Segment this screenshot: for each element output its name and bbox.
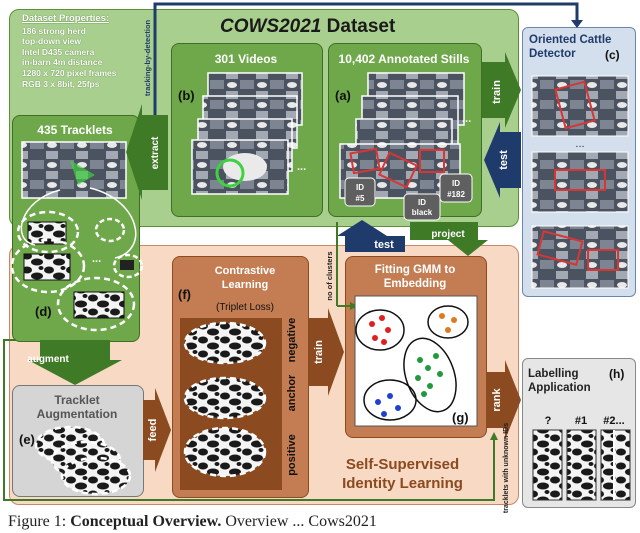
extract-label: extract (150, 136, 161, 169)
caption-prefix: Figure 1: (8, 513, 71, 530)
svg-text:...: ... (462, 113, 471, 125)
caption-rest: Overview ... Cows2021 (221, 513, 377, 530)
project-label: project (431, 229, 465, 240)
gmm-tag: (g) (452, 410, 469, 425)
labelling-col-3: #2... (603, 415, 624, 427)
tracking-by-detection-label: tracking-by-detection (143, 19, 152, 96)
arrow-head (490, 432, 498, 440)
contrastive-title-line2: Learning (221, 279, 269, 291)
caption-bold: Conceptual Overview. (70, 513, 222, 530)
test-label-mid: test (374, 239, 394, 251)
svg-text:ID: ID (452, 179, 460, 188)
labelling-title-line2: Application (528, 382, 591, 394)
tracklet-frames: ... (10, 141, 144, 332)
labelling-images (532, 429, 631, 501)
train-label-mid: train (313, 340, 325, 364)
svg-text:...: ... (92, 253, 101, 265)
title-rest: Dataset (321, 16, 396, 37)
test-arrow-mid (337, 220, 405, 252)
svg-text:black: black (412, 208, 433, 217)
self-supervised-title: Self-Supervised Identity Learning (310, 455, 495, 493)
labelling-title: Labelling Application (528, 367, 591, 395)
svg-text:ID: ID (356, 183, 364, 192)
property-line: RGB 3 x 8bit, 25fps (22, 78, 100, 89)
tracklets-tag: (d) (35, 304, 52, 319)
contrastive-tag: (f) (178, 287, 191, 302)
property-line: 1280 x 720 pixel frames (22, 67, 117, 78)
labelling-col-2: #1 (575, 415, 587, 427)
test-arrow-right (484, 122, 521, 198)
detector-tag: (c) (605, 48, 620, 62)
svg-text:...: ... (297, 161, 306, 173)
augmentation-tag: (e) (19, 432, 35, 447)
stills-label: 10,402 Annotated Stills (338, 52, 470, 66)
id-badges: ID #5 ID black ID #182 (344, 173, 473, 221)
test-label-right: test (498, 150, 510, 170)
arrow-head (571, 20, 583, 28)
svg-text:#182: #182 (447, 190, 465, 199)
detector-ellipsis: ... (575, 138, 584, 150)
property-line: 186 strong herd (22, 25, 86, 36)
unknown-ids-label: tracklets with unknown IDs (503, 423, 510, 513)
no-of-clusters-label: no of clusters (325, 251, 334, 300)
augmentation-title: Tracklet Augmentation (12, 393, 142, 421)
video-frames: ... (191, 72, 306, 195)
train-label-top: train (491, 80, 503, 104)
self-supervised-line1: Self-Supervised (345, 456, 460, 473)
svg-text:ID: ID (418, 198, 426, 207)
contrastive-subtitle: (Triplet Loss) (216, 302, 274, 313)
detector-images (531, 75, 629, 289)
contrastive-title: Contrastive Learning (190, 264, 300, 292)
self-supervised-line2: Identity Learning (342, 475, 463, 492)
tracking-by-detection-line (153, 2, 579, 125)
dataset-properties-heading: Dataset Properties: (22, 13, 110, 24)
diagram-title: COWS2021 Dataset (220, 16, 395, 38)
rank-arrow (487, 360, 521, 440)
arrow-head (350, 302, 358, 310)
triplet-label-positive: positive (286, 434, 298, 476)
title-italic: COWS2021 (220, 16, 322, 37)
detector-title-line2: Detector (529, 48, 576, 60)
triplet-label-anchor: anchor (286, 374, 298, 411)
augmentation-title-line2: Augmentation (36, 407, 118, 421)
labelling-tag: (h) (609, 367, 625, 381)
rank-label: rank (491, 388, 503, 412)
detector-title: Oriented Cattle Detector (524, 33, 637, 61)
property-line: Intel D435 camera (22, 46, 95, 57)
unknown-ids-line (3, 339, 495, 501)
train-arrow-top (482, 52, 521, 128)
triplet-images (180, 318, 282, 490)
gmm-title-line1: Fitting GMM to (374, 264, 456, 276)
labelling-col-1: ? (545, 415, 552, 427)
gmm-title-line2: Embedding (383, 278, 447, 290)
gmm-plot-area (354, 295, 478, 427)
detector-title-line1: Oriented Cattle (529, 34, 612, 46)
videos-tag: (b) (178, 88, 195, 103)
gmm-title: Fitting GMM to Embedding (345, 263, 485, 291)
property-line: top-down view (22, 36, 82, 47)
feed-label: feed (147, 419, 159, 442)
contrastive-title-line1: Contrastive (214, 265, 276, 277)
stills-tag: (a) (335, 88, 351, 103)
svg-text:#5: #5 (356, 194, 365, 203)
labelling-title-line1: Labelling (528, 368, 579, 380)
dataset-properties: Dataset Properties: 186 strong herd top-… (22, 13, 117, 89)
property-line: in-barn 4m distance (22, 57, 103, 68)
tracklets-label: 435 Tracklets (37, 123, 113, 137)
project-arrow (410, 222, 488, 256)
extract-arrow (126, 104, 168, 200)
feed-arrow (143, 388, 171, 472)
augmentation-images (34, 425, 132, 496)
gmm-clusters (355, 305, 469, 421)
train-arrow-mid (309, 308, 344, 396)
videos-label: 301 Videos (214, 52, 278, 66)
augmentation-title-line1: Tracklet (54, 393, 100, 407)
augment-label: augment (27, 354, 69, 365)
triplet-label-negative: negative (286, 318, 298, 363)
figure-caption: Figure 1: Conceptual Overview. Overview … (8, 513, 377, 531)
augment-arrow (28, 340, 122, 385)
